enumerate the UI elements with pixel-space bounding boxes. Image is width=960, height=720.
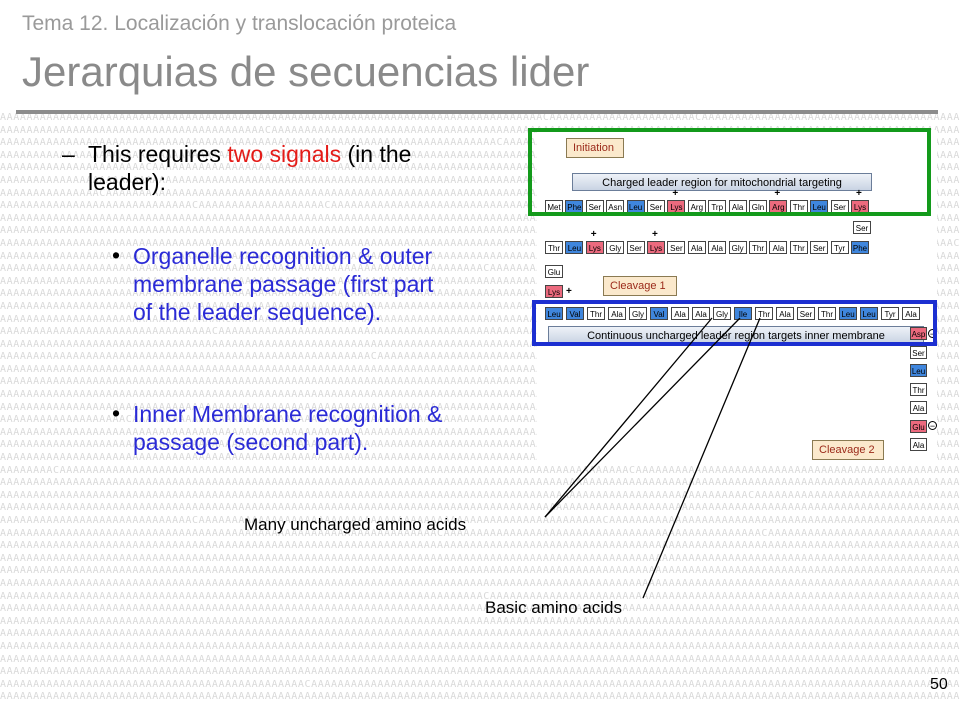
plus-marker: + — [856, 188, 862, 199]
residue-asn: Asn — [606, 200, 625, 213]
residue-thr: Thr — [587, 307, 605, 320]
residue-ala: Ala — [728, 200, 747, 213]
residue-arg: Arg — [769, 200, 788, 213]
minus-glu: − — [928, 421, 937, 431]
residue-tyr: Tyr — [830, 241, 849, 254]
uncharged-region-highlight — [532, 300, 937, 346]
plus-lys: + — [566, 286, 572, 297]
residue-ala: Ala — [769, 241, 788, 254]
residue-lys: Lys — [647, 241, 665, 254]
intro-text-a: This requires — [88, 141, 228, 167]
residue-thr: Thr — [755, 307, 773, 320]
intro-line-2: leader): — [88, 169, 166, 195]
residue-ala: Ala — [910, 401, 927, 414]
charged-region-highlight — [528, 128, 931, 216]
residue-ala: Ala — [687, 241, 706, 254]
residue-lys: Lys — [585, 241, 604, 254]
residue-leu: Leu — [860, 307, 878, 320]
residue-ser: Ser — [810, 241, 829, 254]
residue-ser-extra: Ser — [853, 221, 871, 234]
residue-ala: Ala — [776, 307, 794, 320]
plus-marker: + — [774, 188, 781, 199]
residue-tyr: Tyr — [881, 307, 899, 320]
cleavage2-callout: Cleavage 2 — [812, 440, 884, 460]
intro-line: This requires two signals (in the — [88, 140, 488, 168]
bullet2-line2: passage (second part). — [133, 429, 369, 455]
cleavage1-callout: Cleavage 1 — [603, 276, 677, 296]
charged-region-banner: Charged leader region for mitochondrial … — [572, 173, 872, 191]
bullet2-line1: Inner Membrane recognition & — [133, 401, 443, 427]
plus-marker: + — [652, 229, 658, 240]
residue-ser: Ser — [667, 241, 686, 254]
residue-asp: Asp — [910, 327, 927, 340]
two-signals-text: two signals — [227, 141, 342, 167]
residue-ala: Ala — [910, 438, 927, 451]
residue-thr: Thr — [818, 307, 836, 320]
bullet-marker-2: • — [112, 400, 121, 426]
residue-gly: Gly — [728, 241, 747, 254]
residue-ser: Ser — [647, 200, 665, 213]
residue-leu: Leu — [839, 307, 857, 320]
residue-thr: Thr — [749, 241, 767, 254]
residue-ala: Ala — [708, 241, 727, 254]
residue-thr: Thr — [545, 241, 563, 254]
bullet-marker-1: • — [112, 242, 121, 268]
title-divider — [16, 110, 938, 114]
dash-marker: – — [62, 141, 75, 167]
residue-thr: Thr — [910, 382, 927, 396]
residue-glu: Glu — [910, 419, 927, 433]
residue-ser: Ser — [626, 241, 645, 254]
bullet1-line1: Organelle recognition & outer — [133, 243, 433, 269]
slide-subtitle: Tema 12. Localización y translocación pr… — [22, 12, 457, 35]
plus-marker: + — [590, 229, 597, 240]
dna-sequence-background: AAAAAAAAAAAAAAAAAAAAAAAAAAAAAAAAAAAAAAAA… — [0, 112, 960, 702]
intro-text-b: (in the — [341, 141, 412, 167]
bullet1-line2: membrane passage (first part — [133, 271, 434, 297]
initiation-callout: Initiation — [566, 138, 624, 158]
plus-marker: + — [672, 188, 679, 199]
residue-glu: Glu — [545, 265, 563, 278]
residue-leu: Leu — [565, 241, 584, 254]
residue-val: Val — [650, 307, 668, 320]
slide-title: Jerarquias de secuencias lider — [22, 48, 590, 95]
page-number: 50 — [930, 676, 948, 693]
residue-ser: Ser — [797, 307, 815, 320]
residue-lys: Lys — [545, 285, 563, 298]
residue-thr: Thr — [789, 241, 808, 254]
residue-phe: Phe — [851, 241, 869, 254]
basic-amino-acids-label: Basic amino acids — [485, 598, 623, 617]
residue-leu: Leu — [910, 364, 927, 377]
residue-ser: Ser — [910, 345, 927, 359]
many-uncharged-label: Many uncharged amino acids — [244, 515, 467, 534]
bullet1-line3: of the leader sequence). — [133, 299, 382, 325]
residue-gly: Gly — [606, 241, 625, 254]
residue-ala: Ala — [902, 307, 920, 320]
